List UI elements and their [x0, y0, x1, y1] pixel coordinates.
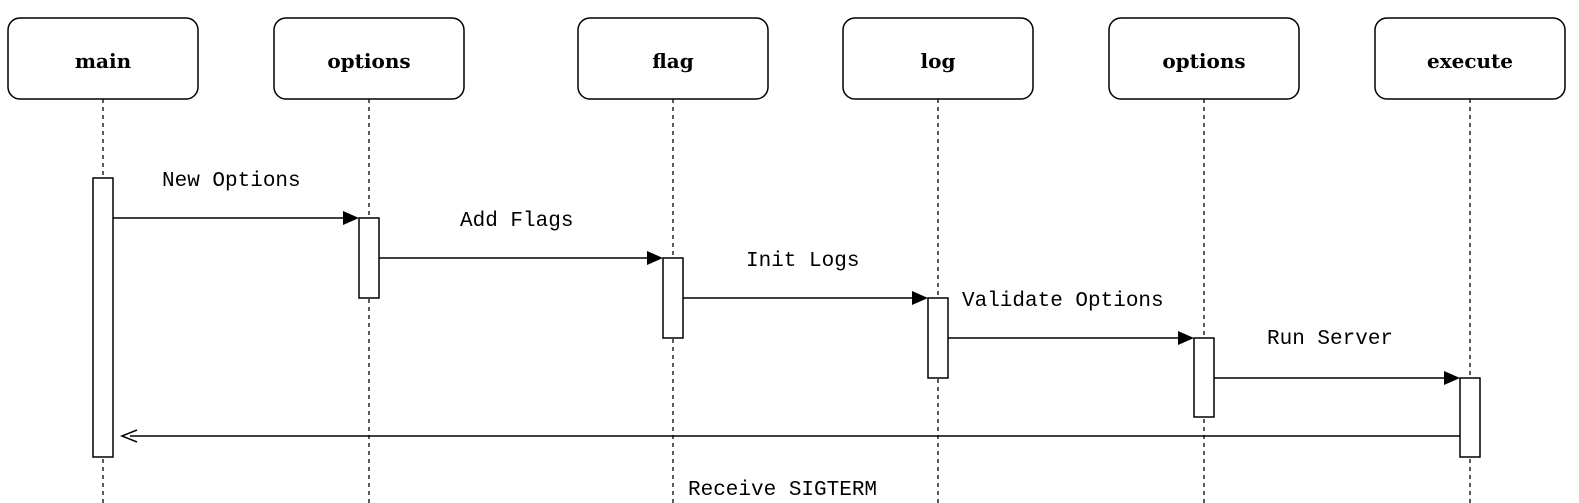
activation-execute	[1459, 377, 1481, 458]
message-label: Run Server	[1267, 328, 1393, 351]
participant-flag: flag	[577, 17, 769, 100]
participant-label-options: options	[327, 49, 410, 73]
arrowhead-icon	[912, 291, 928, 305]
participant-main: main	[7, 17, 199, 100]
activation-main	[92, 177, 114, 458]
message-label: Validate Options	[962, 290, 1164, 313]
arrowhead-icon	[1444, 371, 1460, 385]
arrowhead-icon	[343, 211, 359, 225]
open-arrowhead-icon	[119, 429, 138, 443]
message-run-server: Run Server	[1214, 328, 1460, 385]
participant-execute: execute	[1374, 17, 1566, 100]
participant-label-options-2: options	[1162, 49, 1245, 73]
participant-label-log: log	[921, 49, 956, 73]
message-validate-options: Validate Options	[948, 290, 1194, 345]
participant-label-execute: execute	[1427, 49, 1513, 73]
message-label: Init Logs	[746, 250, 859, 273]
activation-flag	[662, 257, 684, 339]
participant-label-flag: flag	[652, 49, 694, 73]
participant-options-2: options	[1108, 17, 1300, 100]
arrowhead-icon	[647, 251, 663, 265]
participant-options: options	[273, 17, 465, 100]
message-init-logs: Init Logs	[683, 250, 928, 305]
message-new-options: New Options	[113, 170, 359, 225]
message-label: New Options	[162, 170, 301, 193]
arrowhead-icon	[1178, 331, 1194, 345]
message-receive-sigterm: Receive SIGTERM	[119, 429, 1460, 502]
message-add-flags: Add Flags	[379, 210, 663, 265]
activation-options	[358, 217, 380, 299]
message-label: Receive SIGTERM	[688, 479, 877, 502]
participant-label-main: main	[75, 49, 132, 73]
activation-log	[927, 297, 949, 379]
activation-options-2	[1193, 337, 1215, 418]
participant-log: log	[842, 17, 1034, 100]
message-label: Add Flags	[460, 210, 573, 233]
